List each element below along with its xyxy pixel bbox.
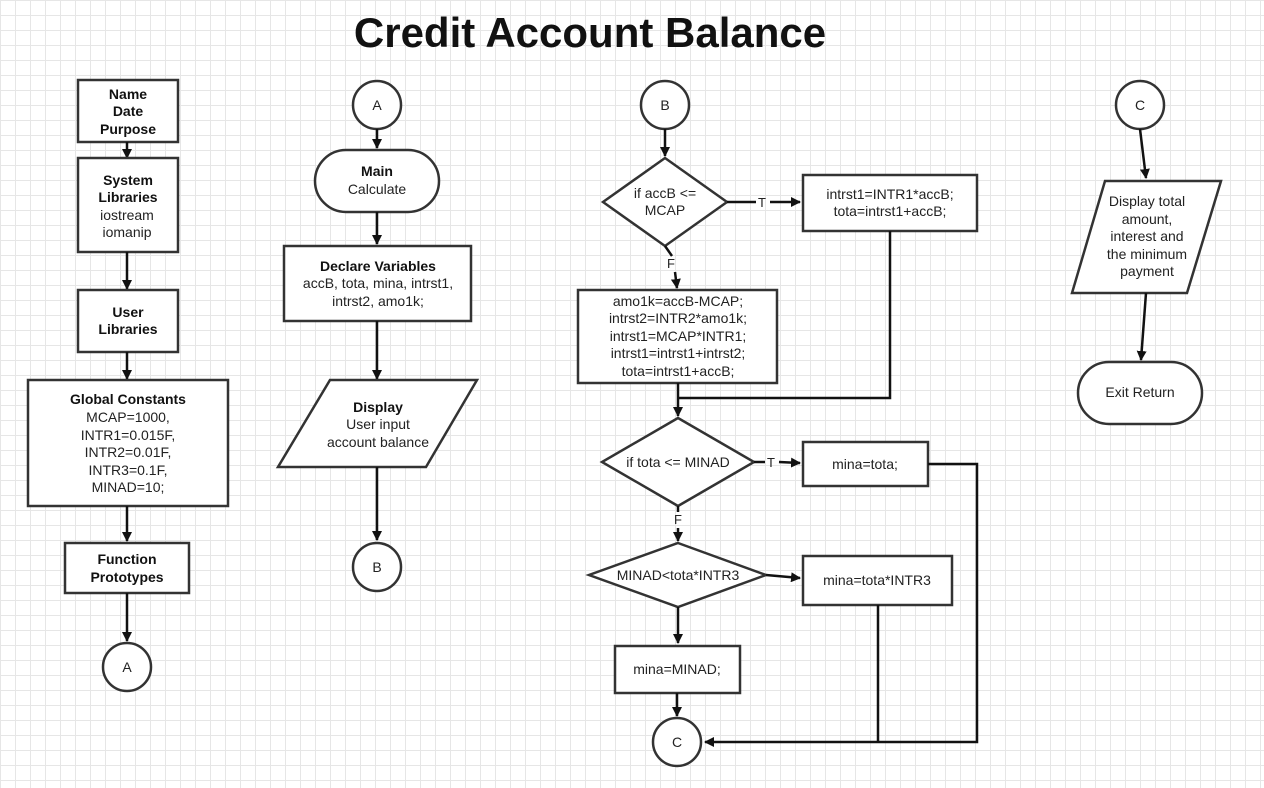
label-f-2: F [674,512,682,527]
true1-box: intrst1=INTR1*accB; tota=intrst1+accB; [801,173,979,233]
decision-tota-minad: if tota <= MINAD [599,416,757,508]
connector-c-out-label: C [672,734,682,750]
false3-label: mina=MINAD; [633,661,721,677]
function-prototypes-line-2: Prototypes [90,569,163,585]
connector-a-in-label: A [372,97,382,113]
display-output-parallelogram: Display total amount, interest and the m… [1070,179,1223,295]
function-prototypes-box: Function Prototypes [63,541,191,595]
exit-return-terminal: Exit Return [1076,360,1204,426]
decision-accb-line-1: if accB <= [634,185,696,201]
false1-line-3: intrst1=MCAP*INTR1; [610,328,747,344]
true2-box: mina=tota; [801,440,930,488]
edge-4b [1136,292,1148,361]
connector-a-in: A [351,79,403,131]
decision-tota-label: if tota <= MINAD [626,454,729,470]
display-output-line-1: Display total [1109,193,1185,209]
decision-accb-line-2: MCAP [645,202,685,218]
system-library-iomanip: iomanip [102,224,151,240]
edge-d3-true [765,572,801,583]
exit-return-label: Exit Return [1105,384,1174,400]
decision-intr3-label: MINAD<tota*INTR3 [617,567,740,583]
decision-accb-mcap: if accB <= MCAP [600,156,730,248]
constant-intr1: INTR1=0.015F, [81,427,176,443]
connector-b-out-label: B [372,559,381,575]
false1-line-2: intrst2=INTR2*amo1k; [609,310,747,326]
header-line-name: Name [109,86,147,102]
true3-label: mina=tota*INTR3 [823,572,931,588]
edge-true1-merge [678,231,892,400]
system-library-iostream: iostream [100,207,154,223]
page-title: Credit Account Balance [354,9,826,56]
main-terminal: Main Calculate [313,148,441,214]
system-libraries-box: System Libraries iostream iomanip [76,156,180,254]
false1-line-5: tota=intrst1+accB; [622,363,735,379]
constant-intr2: INTR2=0.01F, [85,444,172,460]
header-line-date: Date [113,103,144,119]
true1-line-1: intrst1=INTR1*accB; [826,186,953,202]
display-input-parallelogram: Display User input account balance [275,378,480,469]
true2-label: mina=tota; [832,456,898,472]
edge-d1-false-b [670,271,681,289]
connector-c-in: C [1114,79,1166,131]
connector-a-out-label: A [122,659,132,675]
display-output-line-2: amount, [1122,211,1173,227]
edge-d2-true-b [778,457,801,468]
declare-variables-title: Declare Variables [320,258,436,274]
label-t-2: T [767,455,775,470]
global-constants-title: Global Constants [70,391,186,407]
main-title: Main [361,163,393,179]
global-constants-box: Global Constants MCAP=1000, INTR1=0.015F… [26,378,230,508]
false1-line-4: intrst1=intrst1+intrst2; [611,345,746,361]
edge-4a [1138,128,1150,179]
connector-b-in-label: B [660,97,669,113]
connector-a-out: A [101,641,153,693]
system-libraries-title-2: Libraries [98,189,157,205]
user-libraries-box: User Libraries [76,288,180,354]
constant-intr3: INTR3=0.1F, [89,462,168,478]
true3-box: mina=tota*INTR3 [801,554,954,607]
connector-c-out: C [651,716,703,768]
function-prototypes-line-1: Function [97,551,156,567]
declare-variables-line-2: intrst2, amo1k; [332,293,424,309]
constant-mcap: MCAP=1000, [86,409,170,425]
declare-variables-box: Declare Variables accB, tota, mina, intr… [282,244,473,323]
decision-minad-tota-intr3: MINAD<tota*INTR3 [585,541,770,609]
user-libraries-line-2: Libraries [98,321,157,337]
edge-d1-false-a [663,245,674,257]
user-libraries-line-1: User [112,304,144,320]
display-output-line-3: interest and [1110,228,1183,244]
display-output-line-5: payment [1120,263,1174,279]
false1-box: amo1k=accB-MCAP; intrst2=INTR2*amo1k; in… [576,288,779,385]
header-line-purpose: Purpose [100,121,156,137]
name-date-purpose-box: Name Date Purpose [76,78,180,144]
system-libraries-title-1: System [103,172,153,188]
main-subtitle: Calculate [348,181,407,197]
connector-b-out: B [351,541,403,593]
edge-true2-to-c [704,462,979,747]
display-output-line-4: the minimum [1107,246,1187,262]
label-f-1: F [667,256,675,271]
display-input-title: Display [353,399,403,415]
declare-variables-line-1: accB, tota, mina, intrst1, [303,275,453,291]
connector-c-in-label: C [1135,97,1145,113]
true1-line-2: tota=intrst1+accB; [834,203,947,219]
label-t-1: T [758,195,766,210]
false1-line-1: amo1k=accB-MCAP; [613,293,743,309]
display-input-line-1: User input [346,416,410,432]
display-input-line-2: account balance [327,434,429,450]
false3-box: mina=MINAD; [613,644,742,695]
connector-b-in: B [639,79,691,131]
constant-minad: MINAD=10; [92,479,165,495]
